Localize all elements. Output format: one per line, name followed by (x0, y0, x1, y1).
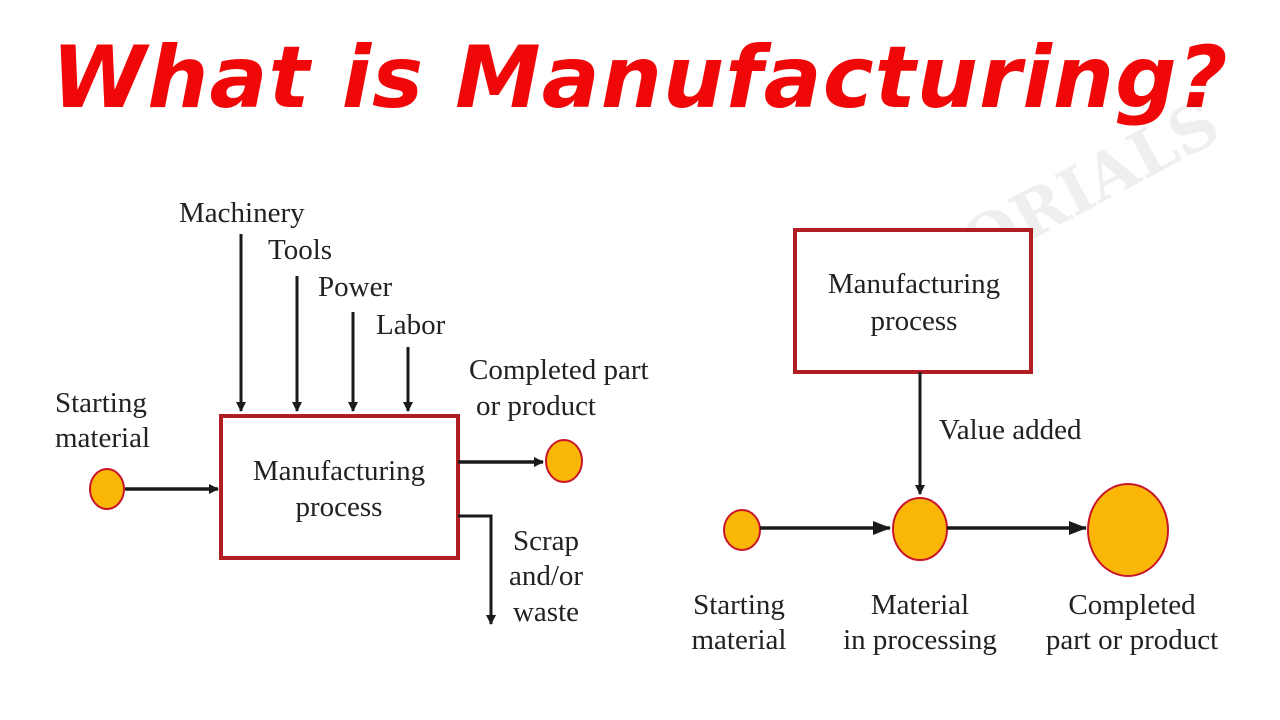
left-process-box (219, 414, 460, 560)
left-scrap-label-1: Scrap (513, 525, 579, 557)
right-starting-label-1: Starting (693, 589, 785, 621)
right-process-label-2: process (871, 305, 958, 337)
input-label-machinery: Machinery (179, 197, 305, 229)
left-diagram: Machinery Tools Power Labor Starting mat… (55, 197, 649, 628)
left-scrap-label-2: and/or (509, 560, 583, 592)
left-starting-label-2: material (55, 422, 150, 454)
left-process-label-1: Manufacturing (253, 455, 425, 487)
right-processing-label-2: in processing (843, 624, 997, 656)
input-label-tools: Tools (268, 234, 332, 266)
value-added-label: Value added (939, 414, 1082, 446)
left-scrap-label-3: waste (513, 596, 579, 628)
input-label-labor: Labor (376, 309, 446, 341)
right-process-box (793, 228, 1033, 374)
right-processing-label-1: Material (871, 589, 969, 621)
left-starting-label-1: Starting (55, 387, 147, 419)
left-completed-node (545, 439, 583, 483)
right-diagram: Manufacturing process Value added Starti… (691, 228, 1218, 656)
left-completed-label-2: or product (476, 390, 596, 422)
right-completed-node (1087, 483, 1169, 577)
right-starting-label-2: material (691, 624, 786, 656)
left-starting-node (89, 468, 125, 510)
right-processing-node (892, 497, 948, 561)
left-completed-label-1: Completed part (469, 354, 649, 386)
right-starting-node (723, 509, 761, 551)
right-process-label-1: Manufacturing (828, 268, 1000, 300)
right-completed-label-1: Completed (1068, 589, 1196, 621)
left-process-label-2: process (296, 491, 383, 523)
page-title: What is Manufacturing? (51, 28, 1229, 128)
input-label-power: Power (318, 271, 392, 303)
right-completed-label-2: part or product (1046, 624, 1218, 656)
arrow-process-to-scrap (458, 514, 496, 625)
